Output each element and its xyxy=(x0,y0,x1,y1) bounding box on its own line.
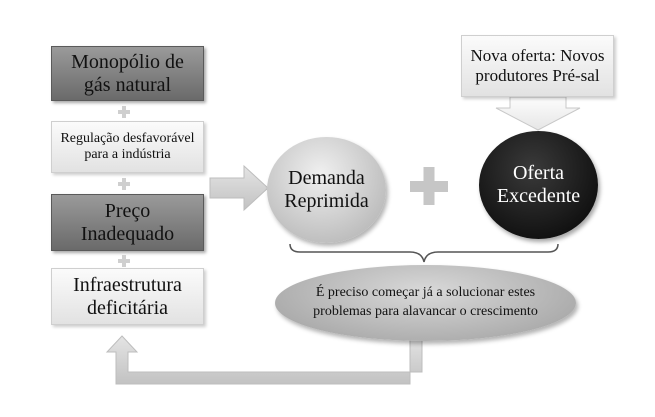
conclusion-label: É preciso começar já a solucionar estes … xyxy=(313,285,538,319)
offer-label: Oferta Excedente xyxy=(496,162,581,207)
demand-circle: Demanda Reprimida xyxy=(267,137,386,243)
infrastructure-label: Infraestrutura deficitária xyxy=(73,273,182,319)
demand-label: Demanda Reprimida xyxy=(284,167,369,212)
conclusion-ellipse: É preciso começar já a solucionar estes … xyxy=(275,265,576,341)
price-label: Preço Inadequado xyxy=(80,199,175,245)
regulation-box: Regulação desfavorável para a indústria xyxy=(51,121,204,173)
curly-brace xyxy=(289,243,559,263)
infrastructure-box: Infraestrutura deficitária xyxy=(51,268,204,325)
plus-sign xyxy=(410,167,448,205)
monopoly-label: Monopólio de gás natural xyxy=(71,50,184,96)
new-offer-label: Nova oferta: Novos produtores Pré-sal xyxy=(470,46,605,85)
monopoly-box: Monopólio de gás natural xyxy=(51,46,204,101)
regulation-label: Regulação desfavorável para a indústria xyxy=(60,130,195,162)
right-arrow xyxy=(209,164,269,212)
price-box: Preço Inadequado xyxy=(51,194,204,251)
offer-circle: Oferta Excedente xyxy=(479,131,598,239)
callout-arrow xyxy=(495,96,581,131)
small-plus-1 xyxy=(118,106,130,118)
new-offer-callout: Nova oferta: Novos produtores Pré-sal xyxy=(461,35,614,97)
feedback-arrow xyxy=(105,335,423,385)
small-plus-2 xyxy=(118,178,130,190)
small-plus-3 xyxy=(118,255,130,267)
